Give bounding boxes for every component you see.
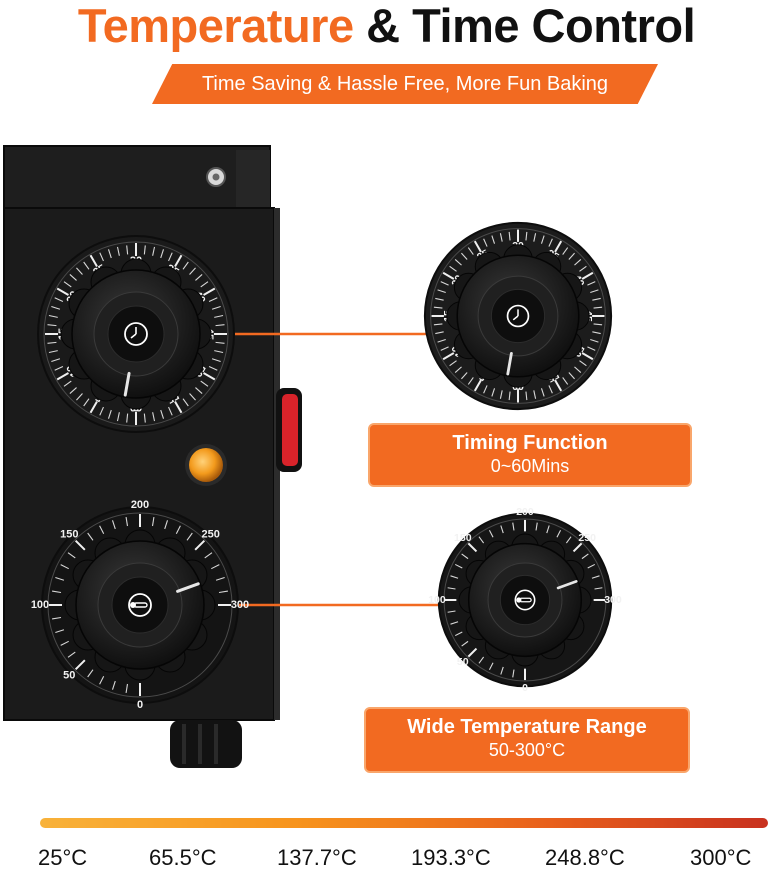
knob-pointer [123,371,131,397]
knob-pointer [176,582,200,593]
dial-tick-label: 200 [131,499,149,511]
clock-icon [124,322,148,346]
oven-control-panel: 051015202530354045505560 0 50 100 150 200 250… [3,145,622,768]
knob-pointer [556,580,578,590]
knob-pointer [506,351,513,376]
dial-tick-label: 300 [231,599,249,611]
dial-tick-label: 250 [578,532,596,544]
timing-function-card: Timing Function 0~60Mins [368,423,692,487]
timing-card-title: Timing Function [452,432,608,454]
temperature-gradient-bar [40,818,768,828]
temperature-knob-closeup: 0 50 100 150 200 250 300 [428,506,622,694]
dial-tick-label: 150 [60,528,78,540]
knob-grip [60,258,212,410]
scale-label: 300°C [690,845,752,870]
subtitle-banner: Time Saving & Hassle Free, More Fun Baki… [152,64,658,104]
scale-label: 248.8°C [545,845,625,870]
dial-tick-label: 150 [454,532,472,544]
timing-card-subtitle: 0~60Mins [490,456,570,476]
knob-grip [64,529,216,681]
temp-card-title: Wide Temperature Range [407,716,647,738]
thermometer-icon [128,593,152,617]
knob-grip [458,533,592,667]
dial-tick-label: 200 [516,506,534,518]
oven-top-edge [236,150,270,208]
oven-top-panel [3,145,271,209]
indicator-light [189,448,223,482]
page-title: Temperature & Time Control [0,0,773,52]
dial-tick-label: 50 [457,656,469,668]
clock-icon [506,304,530,328]
oven-foot [170,720,242,768]
thermometer-icon [514,589,536,611]
title-accent: Temperature [77,0,354,52]
scale-label: 193.3°C [411,845,491,870]
temp-card-subtitle: 50-300°C [488,740,566,760]
temperature-range-card: Wide Temperature Range 50-300°C [364,707,690,773]
temperature-knob[interactable]: 0 50 100 150 200 250 300 [31,499,249,711]
dial-tick-label: 100 [428,594,446,606]
dial-tick-label: 100 [31,599,49,611]
scale-label: 65.5°C [149,845,217,870]
scale-label: 137.7°C [277,845,357,870]
dial-tick-label: 0 [137,699,143,711]
timer-knob[interactable]: 051015202530354045505560 [37,235,235,433]
dial-tick-label: 0 [522,682,528,694]
subtitle-text: Time Saving & Hassle Free, More Fun Baki… [201,73,609,95]
rocker-switch[interactable] [282,394,298,466]
dial-tick-label: 250 [202,528,220,540]
dial-tick-label: 50 [63,670,75,682]
scale-label: 25°C [38,845,88,870]
timer-knob-closeup: 051015202530354045505560 [423,221,613,411]
title-rest: & Time Control [353,0,696,52]
dial-tick-label: 300 [604,594,622,606]
